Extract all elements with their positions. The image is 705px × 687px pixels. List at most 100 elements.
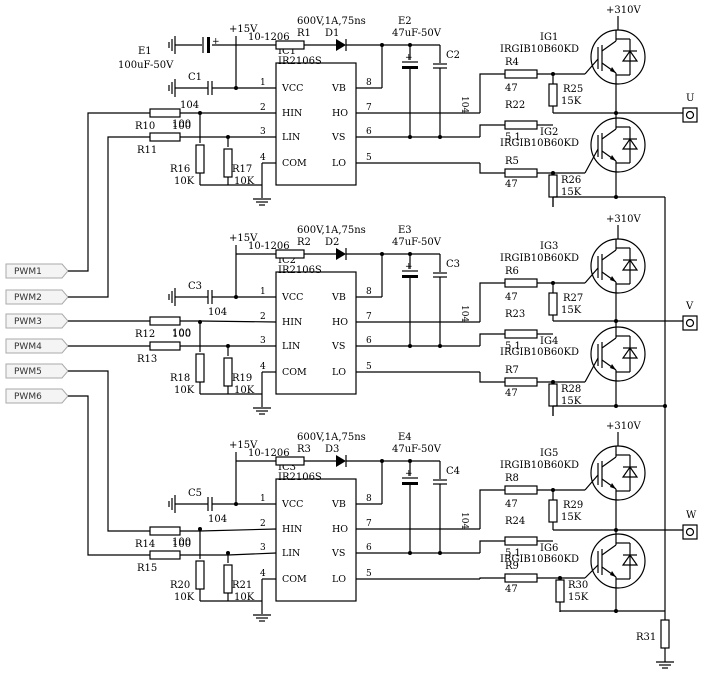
output-terminal-icon: [682, 315, 698, 331]
junction-dot: [551, 281, 555, 285]
lin-resistor-ref: R11: [137, 145, 157, 156]
vs-resistor-ref: R23: [505, 309, 525, 320]
bootstrap-diode: [336, 39, 347, 51]
low-gate-value: 47: [505, 179, 518, 190]
hin-pulldown-value: 10K: [174, 176, 195, 187]
lin-wire: [227, 552, 277, 556]
low-gate-resistor: [504, 377, 538, 387]
shunt-ref: R31: [636, 632, 656, 643]
ic-pin-name: LIN: [282, 548, 300, 559]
low-gs-value: 15K: [561, 396, 582, 407]
supply-elcap-value: 100uF-50V: [118, 60, 174, 71]
lin-resistor-ref: R13: [137, 354, 157, 365]
ic-pin-number: 5: [366, 153, 372, 163]
igbt-low-ref: IG6: [540, 543, 558, 554]
supply-capacitor: [207, 290, 213, 304]
diode-ref: D1: [325, 28, 339, 39]
ic-pin-number: 5: [366, 569, 372, 579]
ground-icon: [168, 36, 176, 54]
high-gate-value: 47: [505, 83, 518, 94]
ic-pin-name: HO: [332, 317, 348, 328]
bootstrap-resistor-value: 10-1206: [248, 241, 290, 252]
igbt-high-icon: [590, 445, 646, 501]
igbt-high-icon: [590, 238, 646, 294]
lo-route: [479, 372, 505, 383]
high-gs-resistor: [548, 83, 558, 107]
high-gate-resistor: [504, 69, 538, 79]
pwm-label: PWM2: [14, 293, 42, 303]
bulk-cap-value: 47uF-50V: [392, 28, 442, 39]
lin-series-resistor: [149, 341, 181, 351]
bootstrap-resistor: [275, 456, 305, 466]
logic-supply-label: +15V: [229, 233, 258, 244]
ground-icon: [253, 407, 271, 415]
low-gate-resistor: [504, 573, 538, 583]
lin-pulldown-value: 10K: [234, 592, 255, 603]
vs-resistor: [504, 329, 538, 339]
hin-resistor-ref: R12: [135, 329, 155, 340]
gate-driver-ic: [275, 62, 357, 186]
ic-pin-name: VCC: [281, 292, 303, 303]
ic-pin-number: 2: [260, 519, 266, 529]
junction-dot: [226, 135, 230, 139]
junction-dot: [198, 111, 202, 115]
ic-pin-name: LO: [332, 367, 346, 378]
junction-dot: [614, 528, 618, 532]
ic-pin-name: LO: [332, 158, 346, 169]
pwm-input-tag: [5, 313, 69, 329]
bulk-cap-ref: E2: [398, 16, 412, 27]
supply-cap-ref: C3: [188, 281, 202, 292]
ic-pin-number: 3: [260, 336, 266, 346]
ic-pin-number: 7: [366, 519, 372, 529]
wire: [584, 564, 599, 579]
wire: [584, 148, 599, 174]
boot-cap-ref: C4: [446, 466, 460, 477]
svg-text:+: +: [405, 53, 413, 63]
ground-icon: [168, 288, 176, 306]
ic-pin-number: 4: [260, 362, 266, 372]
high-gs-value: 15K: [561, 96, 582, 107]
low-gs-ref: R28: [561, 384, 581, 395]
ic-part: IR2106S: [278, 265, 322, 276]
ic-ref: IC3: [278, 462, 296, 473]
supply-capacitor: [207, 81, 213, 95]
diode-spec: 600V,1A,75ns: [297, 225, 366, 236]
high-gate-resistor: [504, 485, 538, 495]
low-gs-resistor: [548, 174, 558, 198]
bootstrap-diode: [336, 455, 347, 467]
ic-pin-number: 1: [260, 494, 266, 504]
igbt-high-part: IRGIB10B60KD: [500, 253, 579, 264]
lin-series-resistor: [149, 132, 181, 142]
bootstrap-resistor-ref: R1: [297, 28, 311, 39]
ic-pin-number: 5: [366, 362, 372, 372]
junction-dot: [614, 195, 618, 199]
ic-pin-name: HIN: [282, 108, 302, 119]
vs-resistor: [504, 536, 538, 546]
hin-series-resistor: [149, 316, 181, 326]
pwm1-wire: [68, 112, 150, 272]
diode-ref: D3: [325, 444, 339, 455]
svg-text:+: +: [405, 262, 413, 272]
high-gs-ref: R29: [563, 500, 583, 511]
output-terminal-icon: [682, 107, 698, 123]
ho-route: [479, 489, 505, 529]
hin-pulldown-ref: R16: [170, 164, 190, 175]
output-label: V: [685, 301, 694, 312]
supply-cap-ref: C5: [188, 488, 202, 499]
vs-resistor-value: 5.1: [505, 132, 521, 143]
hv-supply-label: +310V: [606, 214, 641, 225]
igbt-low-part: IRGIB10B60KD: [500, 554, 579, 565]
ic-pin-name: LIN: [282, 341, 300, 352]
high-gate-value: 47: [505, 499, 518, 510]
pwm-label: PWM1: [14, 267, 42, 277]
hin-pulldown-resistor: [195, 560, 205, 590]
bulk-capacitor: +: [402, 469, 418, 485]
hin-wire: [199, 528, 277, 532]
boot-cap-ref: C2: [446, 50, 460, 61]
svg-text:+: +: [405, 469, 413, 479]
pwm2-wire: [68, 136, 150, 298]
igbt-high-ref: IG5: [540, 448, 558, 459]
hin-wire: [199, 320, 277, 323]
ic-pin-name: VCC: [281, 499, 303, 510]
